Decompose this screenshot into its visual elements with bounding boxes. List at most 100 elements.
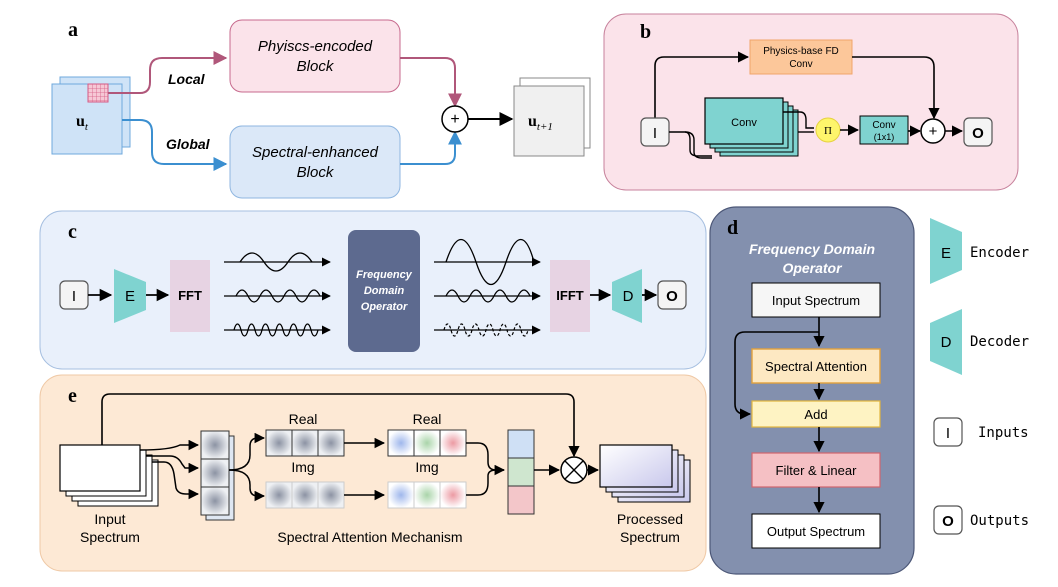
conv-to-pi-line: [783, 111, 814, 129]
input-waves: [224, 252, 331, 337]
fft-label: FFT: [178, 288, 202, 303]
split-to-real-arrow: [228, 432, 266, 471]
output-spectrum-step: [751, 513, 881, 549]
input-frame-front: [51, 83, 123, 155]
encoder-label-c: E: [125, 288, 135, 305]
legend-decoder-symbol: D: [941, 334, 952, 351]
fd-conv-line2: Conv: [789, 59, 812, 70]
fan-arrow-2: [146, 455, 200, 474]
physics-fd-conv-box: [749, 39, 853, 75]
legend-outputs-symbol: O: [942, 513, 954, 530]
panel-label-d: d: [727, 217, 738, 239]
spectral-block-line1: Spectral-enhanced: [252, 144, 379, 161]
conv1x1-line2: (1x1): [874, 132, 895, 142]
img-weighted-1: [387, 481, 415, 509]
output-o-label-c: O: [666, 288, 678, 305]
fdo-line2: Domain: [364, 285, 405, 297]
step-output-spectrum: Output Spectrum: [767, 524, 865, 539]
decoder-label-c: D: [623, 288, 634, 305]
legend-decoder-icon: [930, 309, 962, 375]
token-cell-1: [200, 430, 230, 460]
i-to-conv-line-2: [684, 131, 712, 159]
encoder-trapezoid: [114, 269, 146, 323]
amplified-low-wave: [445, 239, 535, 285]
output-frame-front: [513, 85, 585, 157]
spectral-enhanced-block: [229, 125, 401, 199]
skip-to-fd-arrow: [654, 51, 750, 118]
spectral-to-sum-arrow: [400, 130, 462, 165]
real-cell-3: [317, 429, 345, 457]
legend-inputs-symbol: I: [946, 425, 950, 442]
output-u-label: ut+1: [528, 113, 553, 133]
panel-label-b: b: [640, 21, 651, 43]
fft-box: [170, 260, 210, 332]
input-spectrum-step: [751, 282, 881, 318]
real-weighted-3: [439, 429, 467, 457]
img-weighted-3: [439, 481, 467, 509]
conv-layer-front: [704, 97, 784, 145]
fdo-title-line1: Frequency Domain: [749, 241, 875, 257]
fdo-line1: Frequency: [356, 269, 413, 281]
low-frequency-wave: [239, 252, 313, 272]
real-weighted-1: [387, 429, 415, 457]
ifft-box: [550, 260, 590, 332]
spectral-block-line2: Block: [297, 164, 335, 181]
real-cell-1: [265, 429, 293, 457]
residual-skip-e: [101, 393, 580, 458]
fan-arrow-3: [152, 461, 200, 500]
legend-encoder-label: Encoder: [970, 245, 1029, 261]
physics-encoded-block: [229, 19, 401, 93]
real-label-2: Real: [413, 411, 442, 427]
legend-encoder-symbol: E: [941, 245, 951, 262]
output-o-box-c: [657, 280, 687, 310]
global-label: Global: [166, 136, 211, 152]
img-cell-1: [265, 481, 293, 509]
sum-symbol-a: +: [450, 111, 459, 128]
step-spectral-attention: Spectral Attention: [765, 359, 867, 374]
panel-label-c: c: [68, 221, 77, 243]
panel-c: c I E FFT Frequency Domain Operator: [39, 210, 707, 370]
conv-label: Conv: [731, 117, 757, 129]
physics-block-line2: Block: [297, 58, 335, 75]
output-o-label-b: O: [972, 125, 984, 142]
attn-weight-3: [507, 485, 535, 515]
step-add: Add: [804, 407, 827, 422]
ifft-label: IFFT: [556, 288, 583, 303]
add-step: [751, 400, 881, 428]
processed-line2: Spectrum: [620, 529, 680, 545]
step-input-spectrum: Input Spectrum: [772, 293, 860, 308]
input-spectrum-front: [59, 444, 141, 492]
fdo-title-line2: Operator: [782, 260, 843, 276]
split-to-img-arrow: [228, 469, 266, 502]
physics-block-line1: Phyiscs-encoded: [258, 38, 373, 55]
img-weighted-2: [413, 481, 441, 509]
legend: E Encoder D Decoder I Inputs O Outputs: [930, 218, 1029, 535]
input-spectrum-line2: Spectrum: [80, 529, 140, 545]
img-cell-2: [291, 481, 319, 509]
processed-front: [599, 444, 673, 488]
panel-e: e Input Spectrum Real Img Real: [39, 374, 707, 572]
multiply-icon: [564, 460, 584, 480]
local-patch-icon: [87, 83, 109, 103]
legend-outputs-label: Outputs: [970, 513, 1029, 529]
high-frequency-wave: [233, 323, 319, 337]
input-i-label-b: I: [653, 125, 657, 142]
mechanism-label: Spectral Attention Mechanism: [277, 529, 462, 545]
local-label: Local: [168, 71, 206, 87]
decoder-trapezoid: [612, 269, 642, 323]
fd-conv-line1: Physics-base FD: [763, 46, 839, 57]
conv1x1-box: [859, 115, 909, 145]
real-label-1: Real: [289, 411, 318, 427]
step-filter-linear: Filter & Linear: [776, 463, 858, 478]
panel-label-a: a: [68, 19, 78, 41]
output-o-box-b: [963, 117, 993, 147]
suppressed-high-wave: [443, 323, 529, 337]
sum-symbol-b: +: [929, 123, 938, 140]
legend-outputs-icon: [933, 505, 963, 535]
real-cell-2: [291, 429, 319, 457]
mid-frequency-wave: [235, 289, 321, 303]
legend-inputs-label: Inputs: [978, 425, 1029, 441]
panel-b: b Physics-base FD Conv I Conv Π Conv (1x…: [603, 13, 1019, 191]
legend-encoder-icon: [930, 218, 962, 284]
